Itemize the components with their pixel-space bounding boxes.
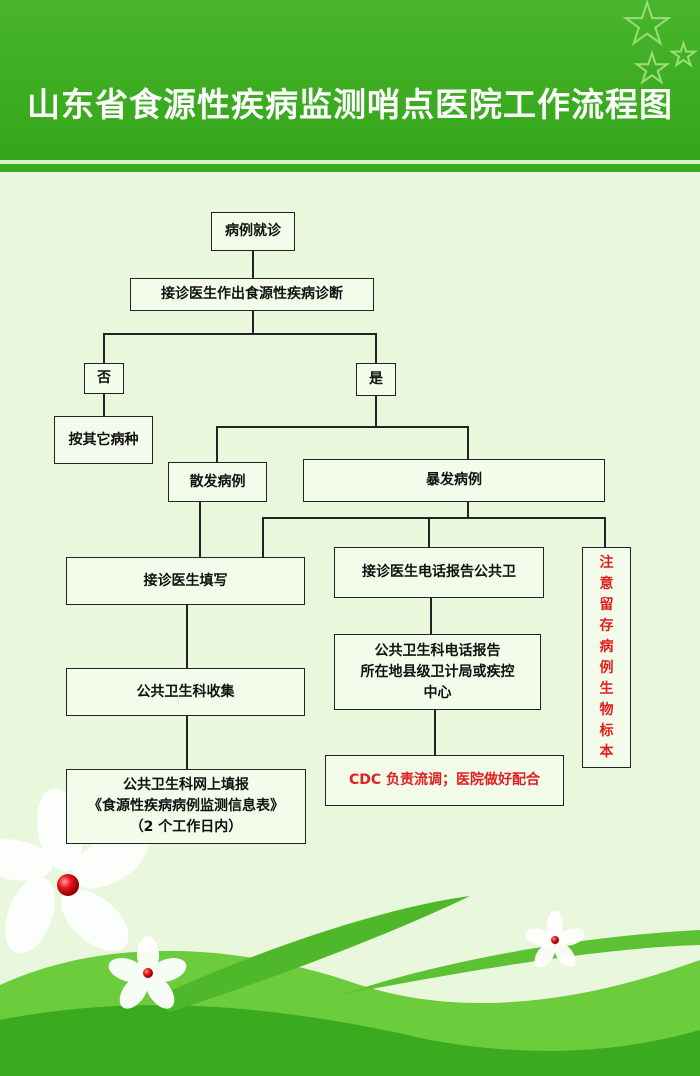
specimen-note-char: 生 (599, 680, 614, 697)
star-icon: ★ (669, 37, 698, 74)
red-ball-icon (143, 968, 153, 978)
connector-line (252, 310, 254, 334)
star-icon: ★ (633, 45, 671, 93)
star-icon: ★ (621, 0, 673, 58)
specimen-note-char: 意 (599, 575, 614, 592)
box-ph-collect: 公共卫生科收集 (66, 668, 305, 716)
connector-line (434, 709, 436, 755)
header-band (0, 0, 700, 160)
box-doctor-fill: 接诊医生填写 (66, 557, 305, 605)
connector-line (199, 501, 201, 559)
page-title: 山东省食源性疾病监测哨点医院工作流程图 (27, 85, 673, 124)
connector-line (103, 333, 376, 335)
box-yes: 是 (356, 363, 396, 396)
connector-line (262, 517, 264, 557)
ph-phone-line: 所在地县级卫计局或疾控 (360, 663, 515, 680)
connector-line (186, 604, 188, 668)
specimen-note-char: 本 (599, 743, 614, 760)
box-visit: 病例就诊 (211, 212, 295, 251)
ph-phone-line: 公共卫生科电话报告 (374, 642, 501, 659)
specimen-note-char: 注 (599, 554, 614, 571)
specimen-note-char: 留 (599, 596, 614, 613)
green-swoosh (150, 896, 470, 1012)
flower-icon (0, 788, 148, 954)
box-other-disease: 按其它病种 (54, 416, 153, 464)
flower-icon (525, 911, 585, 968)
connector-line (428, 517, 430, 547)
box-diagnosis: 接诊医生作出食源性疾病诊断 (130, 278, 374, 311)
green-wave (0, 1005, 700, 1076)
header-divider-bar (0, 164, 700, 172)
box-no: 否 (84, 363, 124, 394)
red-ball-icon (57, 874, 79, 896)
connector-line (216, 426, 468, 428)
connector-line (252, 250, 254, 278)
specimen-note-char: 物 (599, 701, 614, 718)
box-ph-online-report: 公共卫生科网上填报《食源性疾病病例监测信息表》 （2 个工作日内） (66, 769, 306, 844)
box-ph-phone-report: 公共卫生科电话报告所在地县级卫计局或疾控中心 (334, 634, 541, 710)
connector-line (375, 333, 377, 363)
connector-line (467, 501, 469, 518)
box-doctor-phone: 接诊医生电话报告公共卫 (334, 547, 544, 598)
connector-line (604, 517, 606, 547)
flower-icon (108, 936, 187, 1009)
connector-line (186, 715, 188, 769)
ph-phone-line: 中心 (423, 684, 452, 701)
specimen-note-char: 病 (599, 638, 614, 655)
connector-line (216, 426, 218, 462)
specimen-note-char: 标 (599, 722, 614, 739)
specimen-note-char: 存 (599, 617, 614, 634)
box-sporadic: 散发病例 (168, 462, 267, 502)
box-specimen-note: 注意留存病例生物标本 (582, 547, 631, 768)
connector-line (103, 393, 105, 416)
ph-online-line: 《食源性疾病病例监测信息表》 (88, 798, 284, 814)
ph-online-line: （2 个工作日内） (129, 819, 243, 835)
connector-line (262, 517, 605, 519)
connector-line (375, 395, 377, 427)
red-ball-icon (551, 936, 559, 944)
box-cdc: CDC 负责流调；医院做好配合 (325, 755, 564, 806)
header-divider (0, 160, 700, 164)
ph-online-line: 公共卫生科网上填报 (123, 777, 249, 793)
connector-line (103, 333, 105, 363)
connector-line (467, 426, 469, 459)
specimen-note-char: 例 (599, 659, 614, 676)
green-swoosh (340, 930, 700, 995)
connector-line (430, 597, 432, 635)
box-outbreak: 暴发病例 (303, 459, 605, 502)
